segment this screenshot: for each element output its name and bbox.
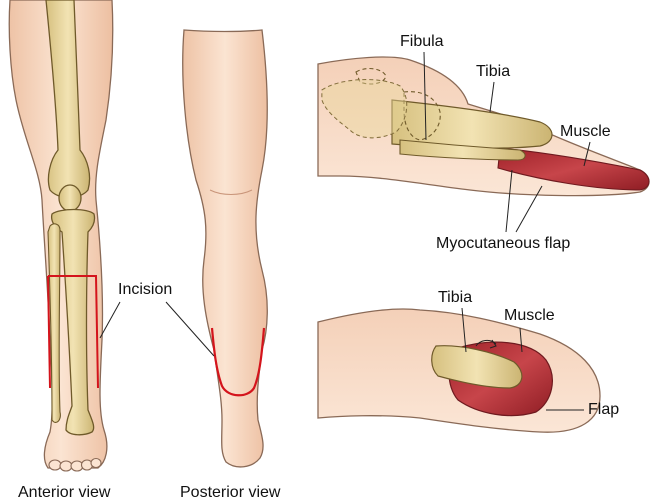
- patella: [59, 185, 81, 211]
- label-muscle-bottom: Muscle: [504, 307, 555, 324]
- label-muscle-top: Muscle: [560, 123, 611, 140]
- label-incision: Incision: [118, 281, 172, 298]
- tibia-top-leader: [490, 82, 494, 112]
- flap-before-closure: Fibula Tibia Muscle Myocutaneous flap: [318, 33, 649, 252]
- label-myocutaneous-flap: Myocutaneous flap: [436, 235, 570, 252]
- label-tibia-top: Tibia: [476, 63, 510, 80]
- label-fibula: Fibula: [400, 33, 444, 50]
- flap-after-closure: Tibia Muscle Flap: [318, 289, 619, 432]
- posterior-leg-skin: [183, 30, 268, 467]
- anterior-leg: [9, 0, 113, 471]
- caption-posterior-view: Posterior view: [180, 484, 281, 501]
- label-flap: Flap: [588, 401, 619, 418]
- posterior-leg: [183, 30, 268, 467]
- label-tibia-bottom: Tibia: [438, 289, 472, 306]
- incision-callout: Incision: [100, 281, 214, 356]
- caption-anterior-view: Anterior view: [18, 484, 111, 501]
